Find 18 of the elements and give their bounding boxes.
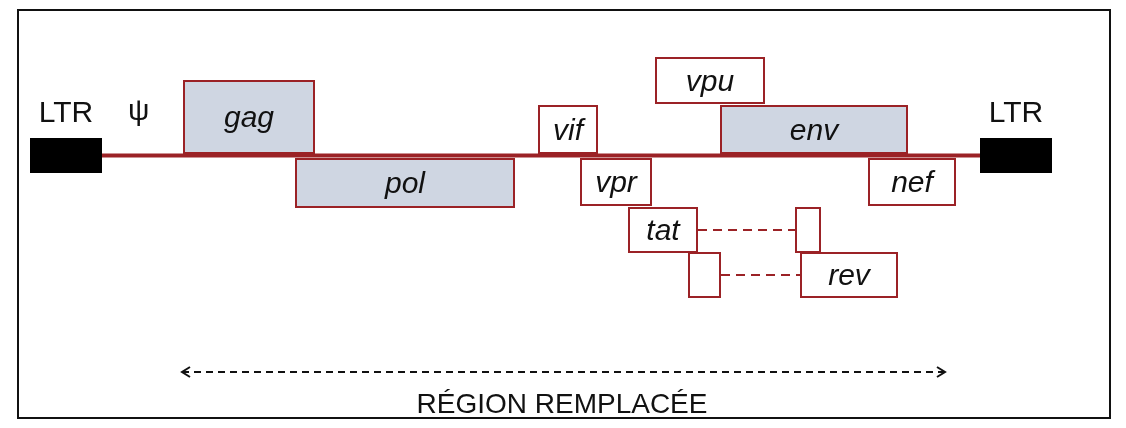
gene-box: vpr <box>580 158 652 206</box>
dashed-connector <box>720 274 801 276</box>
ltr-label: LTR <box>37 95 95 129</box>
genome-line <box>102 153 980 158</box>
gene-box: vif <box>538 105 598 154</box>
ltr-label: LTR <box>987 95 1045 129</box>
gene-box: pol <box>295 158 515 208</box>
gene-box: vpu <box>655 57 765 104</box>
gene-box: nef <box>868 158 956 206</box>
gene-box: gag <box>183 80 315 154</box>
exon-box <box>688 252 721 298</box>
exon-box <box>795 207 821 253</box>
dashed-connector <box>697 229 796 231</box>
region-caption: RÉGION REMPLACÉE <box>416 388 708 420</box>
psi-symbol: ψ <box>128 93 150 127</box>
gene-box: env <box>720 105 908 154</box>
gene-box: tat <box>628 207 698 253</box>
gene-box: rev <box>800 252 898 298</box>
